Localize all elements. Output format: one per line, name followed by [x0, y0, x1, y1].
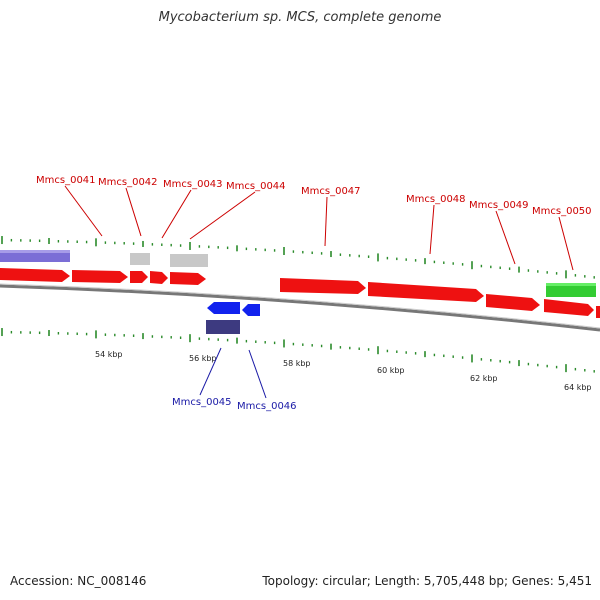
gene-arrow[interactable] [0, 268, 70, 282]
genome-backbone [0, 284, 600, 332]
gene-labels-bottom: Mmcs_0045 Mmcs_0046 [172, 397, 297, 412]
gene-arrow[interactable] [242, 304, 260, 316]
gene-arrow[interactable] [368, 282, 484, 302]
gene-label-Mmcs_0043[interactable]: Mmcs_0043 [163, 179, 223, 190]
gene-labels-top: Mmcs_0041 Mmcs_0042 Mmcs_0043 Mmcs_0044 … [36, 175, 592, 217]
gene-label-Mmcs_0046[interactable]: Mmcs_0046 [237, 401, 297, 412]
gene-label-Mmcs_0050[interactable]: Mmcs_0050 [532, 206, 592, 217]
scale-label: 64 kbp [564, 383, 592, 392]
gene-arrow[interactable] [544, 299, 594, 316]
gene-arrow[interactable] [72, 270, 128, 283]
leader-lines-bottom [199, 347, 267, 399]
gene-arrow[interactable] [596, 306, 600, 318]
scale-label: 58 kbp [283, 359, 311, 368]
gene-label-Mmcs_0044[interactable]: Mmcs_0044 [226, 181, 286, 192]
scale-label: 62 kbp [470, 374, 498, 383]
scale-label: 60 kbp [377, 366, 405, 375]
scale-label: 56 kbp [189, 354, 217, 363]
reverse-strand-genes [206, 302, 260, 334]
feature-block-green[interactable] [546, 283, 596, 297]
leader-lines-top [64, 185, 574, 271]
gene-label-Mmcs_0042[interactable]: Mmcs_0042 [98, 177, 158, 188]
gene-arrow[interactable] [280, 278, 366, 294]
gene-label-Mmcs_0049[interactable]: Mmcs_0049 [469, 200, 529, 211]
genome-title: Mycobacterium sp. MCS, complete genome [158, 10, 442, 25]
gene-arrow[interactable] [130, 271, 148, 283]
tick-row-bottom [1, 328, 595, 373]
forward-strand-genes [0, 268, 600, 318]
genome-info-text: Topology: circular; Length: 5,705,448 bp… [262, 574, 592, 588]
accession-text: Accession: NC_008146 [10, 574, 147, 588]
feature-block-gray[interactable] [130, 253, 150, 265]
tick-row-top [1, 236, 595, 279]
scale-label: 54 kbp [95, 350, 123, 359]
gene-arrow[interactable] [486, 294, 540, 311]
scale-labels: 54 kbp 56 kbp 58 kbp 60 kbp 62 kbp 64 kb… [95, 350, 592, 392]
gene-label-Mmcs_0048[interactable]: Mmcs_0048 [406, 194, 466, 205]
feature-block-gray[interactable] [170, 254, 208, 267]
gene-label-Mmcs_0047[interactable]: Mmcs_0047 [301, 186, 361, 197]
feature-block-navy[interactable] [206, 320, 240, 334]
gene-label-Mmcs_0045[interactable]: Mmcs_0045 [172, 397, 232, 408]
gene-arrow[interactable] [150, 271, 168, 284]
gene-arrow[interactable] [170, 272, 206, 285]
gene-label-Mmcs_0041[interactable]: Mmcs_0041 [36, 175, 96, 186]
gene-arrow[interactable] [207, 302, 240, 314]
